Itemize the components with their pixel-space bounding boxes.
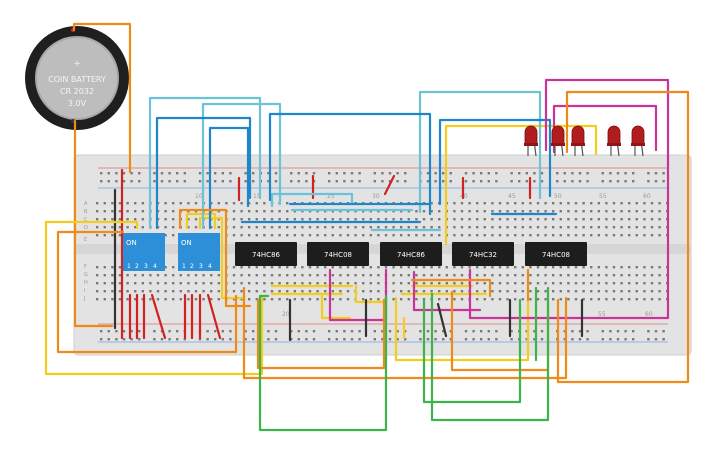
column-number: 15 — [253, 193, 261, 200]
wire-orange[interactable] — [556, 90, 690, 384]
wire-yellow[interactable] — [444, 124, 598, 246]
dip-switch[interactable]: ON 1 2 3 4 — [123, 233, 165, 271]
svg-text:J: J — [83, 296, 85, 302]
wire-yellow[interactable] — [44, 220, 264, 376]
led[interactable] — [607, 125, 621, 157]
dip-switch-pin-label: 3 — [199, 263, 203, 270]
coin-battery[interactable]: + COIN BATTERY CR 2032 3.0V — [25, 26, 129, 130]
dip-switch-pin-label: 2 — [135, 263, 139, 270]
wire-orange[interactable] — [178, 208, 252, 308]
wire-green[interactable] — [422, 298, 522, 404]
battery-plus-symbol: + — [73, 59, 81, 69]
wire-light-blue[interactable] — [148, 96, 262, 230]
chip-label: 74HC32 — [469, 251, 497, 259]
dip-switch-body — [178, 233, 220, 271]
wire-orange[interactable] — [56, 230, 238, 354]
svg-text:G: G — [84, 272, 88, 278]
column-number: 20 — [282, 311, 290, 318]
wire-blue[interactable] — [208, 126, 250, 230]
chip-body — [525, 242, 587, 266]
chip[interactable]: 74HC08 — [525, 242, 587, 266]
column-number: 45 — [508, 193, 516, 200]
wire-green[interactable] — [258, 294, 388, 432]
wire-orange[interactable] — [73, 119, 114, 328]
wire-yellow[interactable] — [394, 296, 530, 362]
wire-red[interactable] — [383, 174, 396, 196]
wire-magenta[interactable] — [412, 270, 482, 312]
wire-blue[interactable] — [268, 112, 432, 216]
wire-blue[interactable] — [438, 118, 552, 206]
column-number: 55 — [599, 193, 607, 200]
row-letters: A B C D E F G H I J — [83, 201, 88, 302]
chip[interactable]: 74HC32 — [452, 242, 514, 266]
battery-model: CR 2032 — [60, 87, 94, 96]
wire-light-blue[interactable] — [418, 90, 542, 214]
chip-body — [307, 242, 369, 266]
svg-text:E: E — [84, 237, 87, 243]
column-numbers-bottom: 20 55 60 — [282, 311, 653, 318]
battery-label: COIN BATTERY — [48, 75, 106, 84]
wires — [44, 22, 690, 432]
dip-switch-body — [123, 233, 165, 271]
column-number: 50 — [554, 193, 562, 200]
svg-text:F: F — [84, 264, 87, 270]
wire-light-blue[interactable] — [201, 102, 282, 230]
led-group — [524, 125, 645, 157]
led[interactable] — [551, 125, 565, 157]
dip-switch-pin-label: 1 — [182, 263, 186, 270]
chip-label: 74HC86 — [397, 251, 426, 259]
wire-blue[interactable] — [155, 116, 252, 230]
led[interactable] — [571, 125, 585, 157]
wire-orange[interactable] — [410, 278, 492, 298]
chip-label: 74HC08 — [542, 251, 570, 259]
chip[interactable]: 74HC86 — [380, 242, 442, 266]
led[interactable] — [631, 125, 645, 157]
chip-body — [452, 242, 514, 266]
column-number: 30 — [372, 193, 380, 200]
svg-text:D: D — [84, 225, 88, 231]
chip[interactable]: 74HC08 — [307, 242, 369, 266]
wire-light-blue[interactable] — [270, 192, 354, 208]
wire-black[interactable] — [436, 302, 448, 338]
wire-yellow[interactable] — [185, 212, 217, 230]
led[interactable] — [524, 125, 538, 157]
wire-orange[interactable] — [242, 286, 568, 380]
dip-switch[interactable]: ON 1 2 3 4 — [178, 233, 220, 271]
chip-body — [235, 242, 297, 266]
wire-yellow[interactable] — [198, 216, 244, 300]
wire-green[interactable] — [430, 286, 550, 422]
svg-text:H: H — [84, 280, 88, 286]
dip-switch-pin-label: 3 — [144, 263, 148, 270]
chip-body — [380, 242, 442, 266]
svg-text:B: B — [84, 209, 88, 215]
column-number: 55 — [598, 311, 606, 318]
column-number: 60 — [645, 311, 653, 318]
dip-switch-pin-label: 4 — [208, 263, 212, 270]
column-number: 25 — [327, 193, 335, 200]
dip-switch-pin-label: 2 — [190, 263, 194, 270]
wire-red[interactable] — [206, 293, 222, 340]
dip-switch-pin-label: 4 — [153, 263, 157, 270]
dip-switch-on-label: ON — [126, 239, 137, 247]
wire-red[interactable] — [150, 293, 167, 340]
wire-yellow[interactable] — [320, 294, 352, 320]
chip-label: 74HC08 — [324, 251, 352, 259]
svg-text:A: A — [84, 201, 88, 207]
column-number: 60 — [643, 193, 651, 200]
svg-text:I: I — [84, 288, 85, 294]
wire-orange[interactable] — [256, 298, 386, 370]
column-number: 10 — [195, 193, 203, 200]
dip-switch-on-label: ON — [181, 239, 192, 247]
svg-text:C: C — [84, 217, 88, 223]
wire-orange[interactable] — [72, 22, 132, 174]
chip-label: 74HC86 — [252, 251, 281, 259]
battery-voltage: 3.0V — [68, 99, 87, 108]
dip-switch-pin-label: 1 — [127, 263, 131, 270]
chip[interactable]: 74HC86 — [235, 242, 297, 266]
wire-yellow[interactable] — [354, 284, 386, 304]
